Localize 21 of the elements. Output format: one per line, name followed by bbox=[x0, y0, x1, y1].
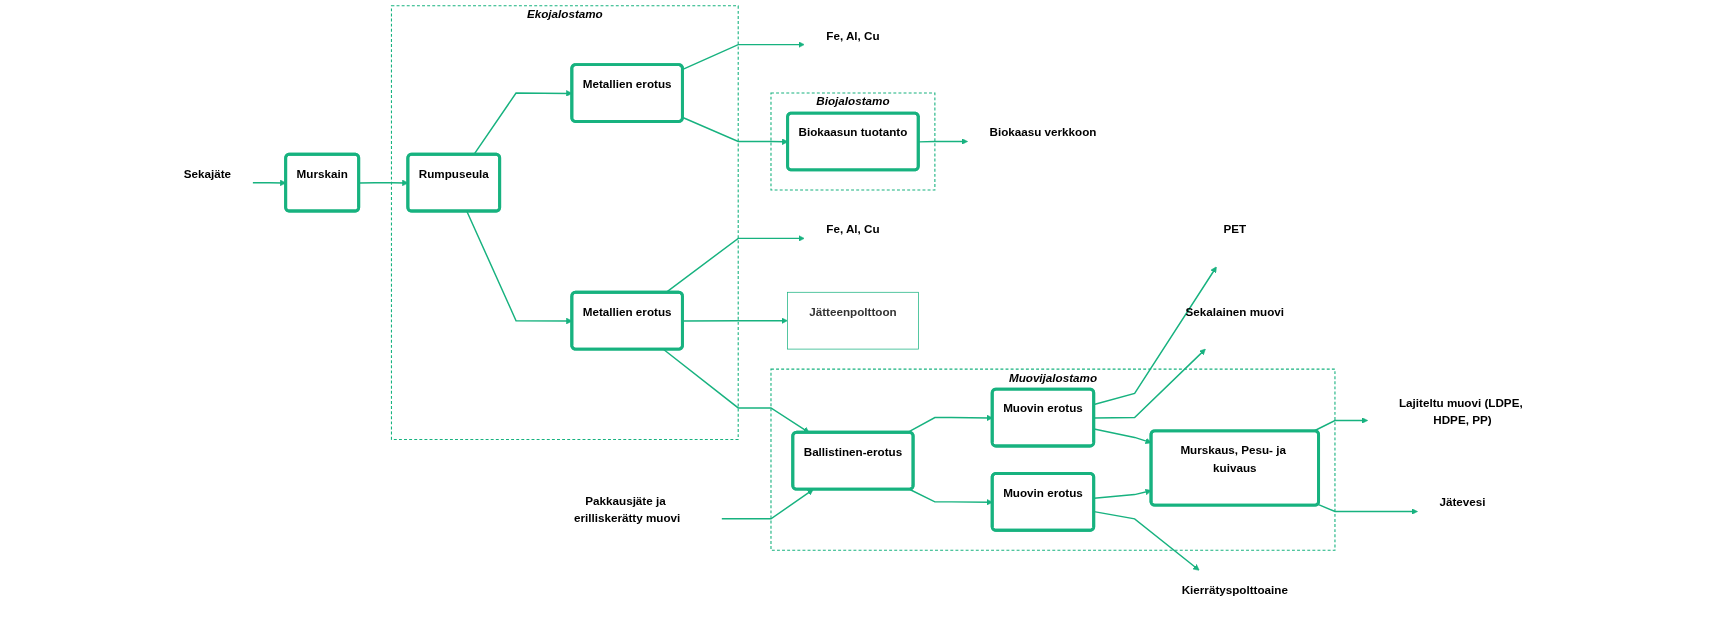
node-text: Fe, Al, Cu bbox=[826, 29, 880, 42]
arrow bbox=[682, 41, 805, 71]
arrow bbox=[1093, 428, 1152, 445]
node-text: Sekajäte bbox=[183, 167, 232, 180]
arrow bbox=[682, 317, 788, 324]
node-text: Sekalainen muovi bbox=[1185, 305, 1285, 318]
arrow bbox=[909, 488, 993, 506]
arrow bbox=[1093, 488, 1152, 499]
arrow bbox=[1317, 503, 1418, 515]
arrow bbox=[1093, 266, 1217, 406]
node-text: PET bbox=[1223, 223, 1247, 236]
node-text: Fe, Al, Cu bbox=[826, 223, 880, 236]
node-box: Jätteenpolttoon bbox=[787, 291, 919, 350]
node-text: Kierrätyspolttoaine bbox=[1181, 583, 1288, 596]
arrow bbox=[721, 489, 814, 520]
node-text: Biokaasu verkkoon bbox=[989, 126, 1097, 139]
node-text: Lajiteltu muovi (LDPE, HDPE, PP) bbox=[1398, 396, 1523, 427]
node-text: Jätevesi bbox=[1439, 496, 1486, 509]
arrow bbox=[1093, 510, 1200, 571]
node-text: Pakkausjäte ja erilliskerätty muovi bbox=[574, 494, 681, 525]
arrow bbox=[1093, 348, 1206, 419]
